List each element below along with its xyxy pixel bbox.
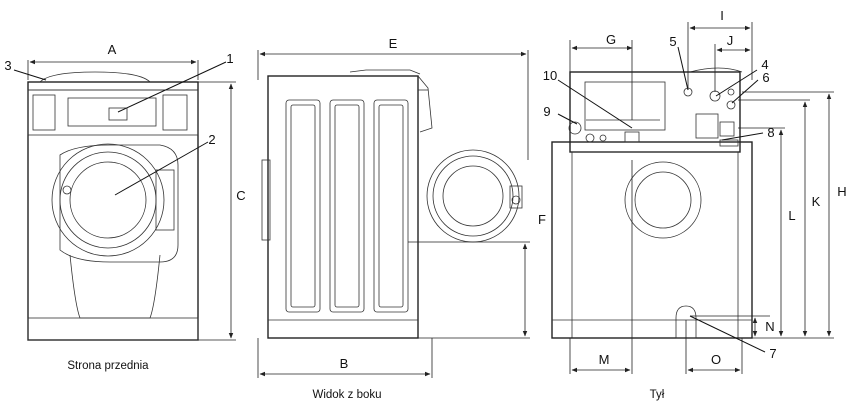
dimension-lines	[27, 22, 834, 378]
caption-rear: Tył	[650, 389, 665, 401]
callout-4: 4	[761, 57, 768, 72]
dim-label-i: I	[720, 8, 724, 23]
callout-1: 1	[226, 51, 233, 66]
dimension-labels: A B C E F G H I J K L M N O	[108, 8, 847, 371]
dim-label-f: F	[538, 212, 546, 227]
rear-view	[551, 67, 753, 339]
callout-10: 10	[543, 68, 557, 83]
front-view	[27, 71, 199, 341]
caption-side: Widok z boku	[312, 389, 381, 401]
callout-5: 5	[669, 34, 676, 49]
dim-label-b: B	[340, 356, 349, 371]
callout-7: 7	[769, 346, 776, 361]
callout-3: 3	[4, 58, 11, 73]
caption-front: Strona przednia	[67, 360, 149, 372]
dim-label-e: E	[389, 36, 398, 51]
dim-label-g: G	[606, 32, 616, 47]
display-panel	[108, 107, 128, 121]
callout-9: 9	[543, 104, 550, 119]
dim-label-a: A	[108, 42, 117, 57]
dim-label-j: J	[727, 33, 734, 48]
dim-label-m: M	[599, 352, 610, 367]
callout-2: 2	[208, 132, 215, 147]
dim-label-h: H	[837, 184, 846, 199]
dim-label-k: K	[812, 194, 821, 209]
dim-label-l: L	[788, 208, 795, 223]
callout-labels: 1 2 3 4 5 6 7 8 9 10	[4, 34, 776, 361]
side-view	[261, 69, 523, 339]
leader-lines	[13, 46, 766, 353]
callout-6: 6	[762, 70, 769, 85]
callout-8: 8	[767, 125, 774, 140]
dim-label-n: N	[765, 319, 774, 334]
dim-label-o: O	[711, 352, 721, 367]
dim-label-c: C	[236, 188, 245, 203]
view-captions: Strona przednia Widok z boku Tył	[67, 360, 664, 401]
